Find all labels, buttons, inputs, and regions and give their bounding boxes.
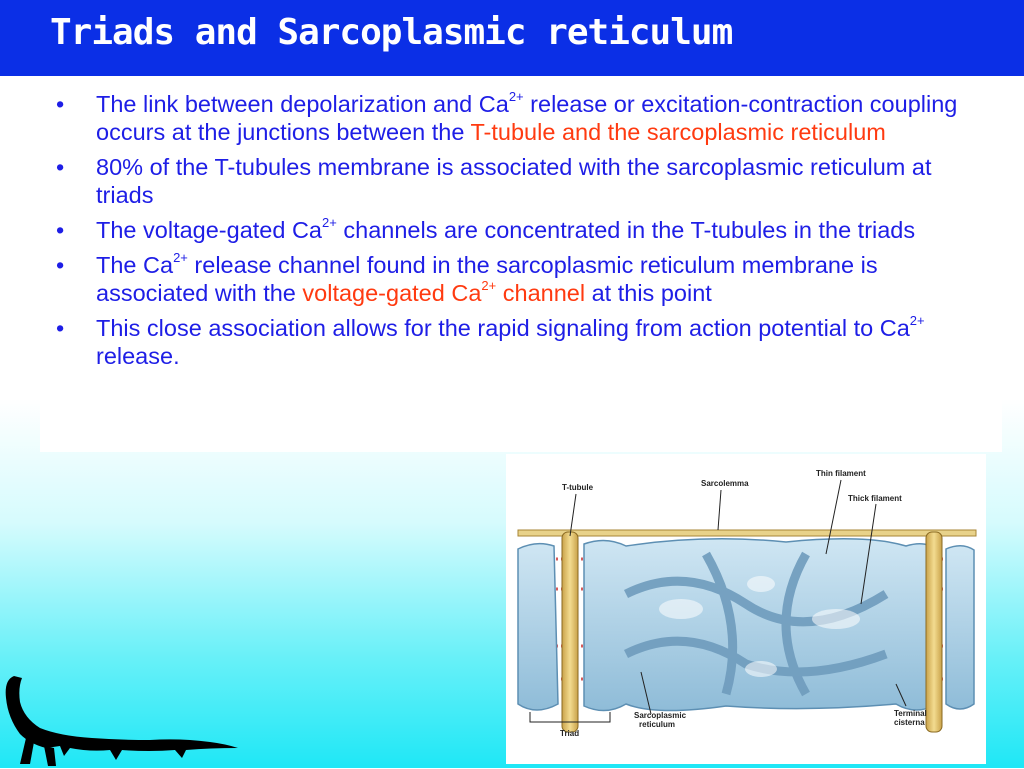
bullet-marker: • bbox=[56, 217, 65, 243]
label-sarcoplasmic-reticulum: Sarcoplasmic bbox=[634, 711, 687, 720]
bullet-text: release channel found in the sarcoplasmi… bbox=[96, 252, 878, 306]
bullet-marker: • bbox=[56, 315, 65, 341]
bullet-text: 80% of the T-tubules membrane is associa… bbox=[96, 154, 932, 208]
label-thick-filament: Thick filament bbox=[848, 494, 902, 503]
label-sarcoplasmic-reticulum-line2: reticulum bbox=[639, 720, 675, 729]
label-terminal-cisterna: Terminal bbox=[894, 709, 927, 718]
bullet-item-1: • The link between depolarization and Ca… bbox=[40, 90, 984, 146]
label-pointers bbox=[529, 479, 907, 723]
bullet-item-5: • This close association allows for the … bbox=[40, 314, 984, 370]
t-tubule-left bbox=[561, 531, 579, 733]
label-t-tubule: T-tubule bbox=[562, 483, 594, 492]
bullet-text: release. bbox=[96, 343, 180, 369]
t-tubule-right bbox=[925, 531, 943, 733]
bullet-item-3: • The voltage-gated Ca2+ channels are co… bbox=[40, 216, 984, 244]
bullet-marker: • bbox=[56, 154, 65, 180]
highlight-superscript: 2+ bbox=[481, 278, 497, 294]
superscript: 2+ bbox=[322, 215, 337, 231]
bullet-marker: • bbox=[56, 91, 65, 117]
highlight-text: channel bbox=[496, 280, 586, 306]
superscript: 2+ bbox=[173, 250, 188, 266]
triad-diagram-svg: T-tubule Sarcolemma Thin filament Thick … bbox=[517, 469, 977, 738]
bullet-text: This close association allows for the ra… bbox=[96, 315, 910, 341]
crocodile-icon bbox=[5, 676, 238, 766]
label-triad: Triad bbox=[560, 729, 579, 738]
bullet-item-2: • 80% of the T-tubules membrane is assoc… bbox=[40, 153, 984, 209]
content-box: • The link between depolarization and Ca… bbox=[40, 82, 1002, 452]
label-thin-filament: Thin filament bbox=[816, 469, 866, 478]
bullet-item-4: • The Ca2+ release channel found in the … bbox=[40, 251, 984, 307]
sr-openings bbox=[659, 576, 860, 677]
bullet-list: • The link between depolarization and Ca… bbox=[40, 82, 1002, 370]
sarcoplasmic-reticulum-main bbox=[583, 538, 939, 712]
bullet-text: The link between depolarization and Ca bbox=[96, 91, 509, 117]
bullet-text: The voltage-gated Ca bbox=[96, 217, 323, 243]
label-sarcolemma: Sarcolemma bbox=[701, 479, 749, 488]
superscript: 2+ bbox=[909, 313, 925, 329]
highlight-text: T-tubule and the sarcoplasmic reticulum bbox=[470, 119, 886, 145]
sarcoplasmic-reticulum-left bbox=[517, 542, 559, 711]
highlight-text: voltage-gated Ca bbox=[302, 280, 482, 306]
triad-diagram: T-tubule Sarcolemma Thin filament Thick … bbox=[506, 454, 986, 764]
slide-title: Triads and Sarcoplasmic reticulum bbox=[50, 12, 733, 53]
bullet-text: The Ca bbox=[96, 252, 174, 278]
sarcoplasmic-reticulum-right bbox=[945, 545, 975, 710]
bullet-text: channels are concentrated in the T-tubul… bbox=[336, 217, 916, 243]
label-terminal-cisterna-line2: cisterna bbox=[894, 718, 925, 727]
bullet-text: release or excitation-contraction coupli… bbox=[96, 91, 958, 145]
superscript: 2+ bbox=[508, 89, 524, 105]
title-bar: Triads and Sarcoplasmic reticulum bbox=[0, 0, 1024, 76]
sarcolemma bbox=[517, 529, 977, 537]
bullet-marker: • bbox=[56, 252, 65, 278]
bullet-text: at this point bbox=[585, 280, 712, 306]
